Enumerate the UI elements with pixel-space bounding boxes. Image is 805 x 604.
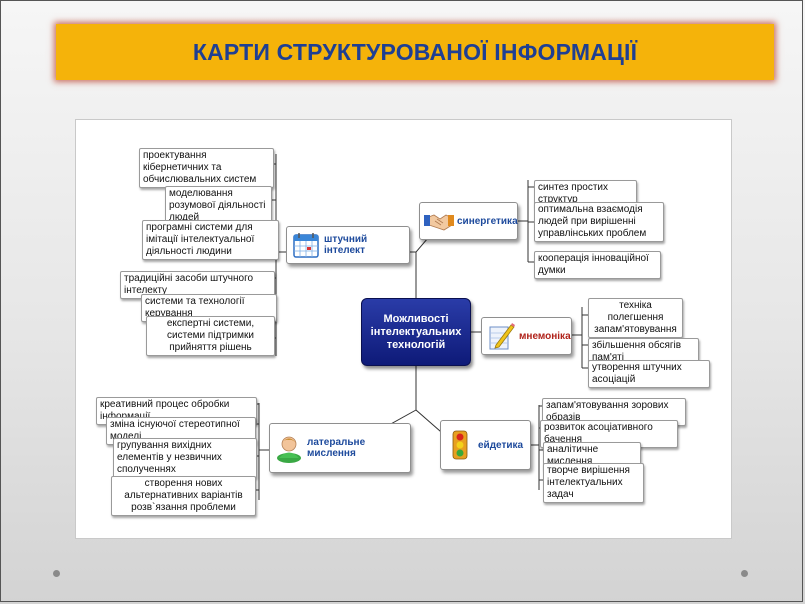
topic-label: латеральне мислення — [307, 437, 366, 459]
topic-mnemonics: мнемоніка — [481, 317, 572, 355]
topic-label: ейдетика — [478, 439, 524, 451]
central-node: Можливості інтелектуальних технологій — [361, 298, 471, 366]
slide-nav-dot-right — [741, 570, 748, 577]
lateral-item: групування вихідних елементів у незвични… — [113, 438, 257, 478]
slide-title: КАРТИ СТРУКТУРОВАНОЇ ІНФОРМАЦІЇ — [192, 38, 638, 65]
synergetics-item: оптимальна взаємодія людей при вирішенні… — [534, 202, 664, 242]
person-icon — [277, 436, 301, 463]
ai-item: програмні системи для імітації інтелекту… — [142, 220, 279, 260]
topic-label: синергетика — [457, 215, 518, 227]
topic-label: мнемоніка — [519, 330, 571, 342]
topic-label: штучний інтелект — [324, 234, 368, 256]
topic-artificial-intelligence: штучний інтелект — [286, 226, 410, 264]
mnemonics-item: техніка полегшення запам'ятовування — [588, 298, 683, 338]
notepad-pencil-icon — [489, 323, 515, 350]
ai-item: проектування кібернетичних та обчислювал… — [139, 148, 274, 188]
ai-item: експертні системи, системи підтримки при… — [146, 316, 275, 356]
topic-eidetics: ейдетика — [440, 420, 531, 470]
slide-nav-dot-left — [53, 570, 60, 577]
calendar-grid-icon — [293, 233, 319, 258]
synergetics-item: кооперація інноваційної думки — [534, 251, 661, 279]
topic-synergetics: синергетика — [419, 202, 518, 240]
handshake-icon — [424, 214, 454, 231]
lateral-item: створення нових альтернативних варіантів… — [111, 476, 256, 516]
ai-item: моделювання розумової діяльності людей — [165, 186, 272, 226]
title-banner: КАРТИ СТРУКТУРОВАНОЇ ІНФОРМАЦІЇ — [56, 24, 774, 80]
traffic-light-icon — [452, 430, 468, 460]
mind-map-diagram: Можливості інтелектуальних технологій шт… — [75, 119, 732, 539]
mnemonics-item: утворення штучних асоціацій — [588, 360, 710, 388]
topic-lateral-thinking: латеральне мислення — [269, 423, 411, 473]
eidetics-item: творче вирішення інтелектуальних задач — [543, 463, 644, 503]
